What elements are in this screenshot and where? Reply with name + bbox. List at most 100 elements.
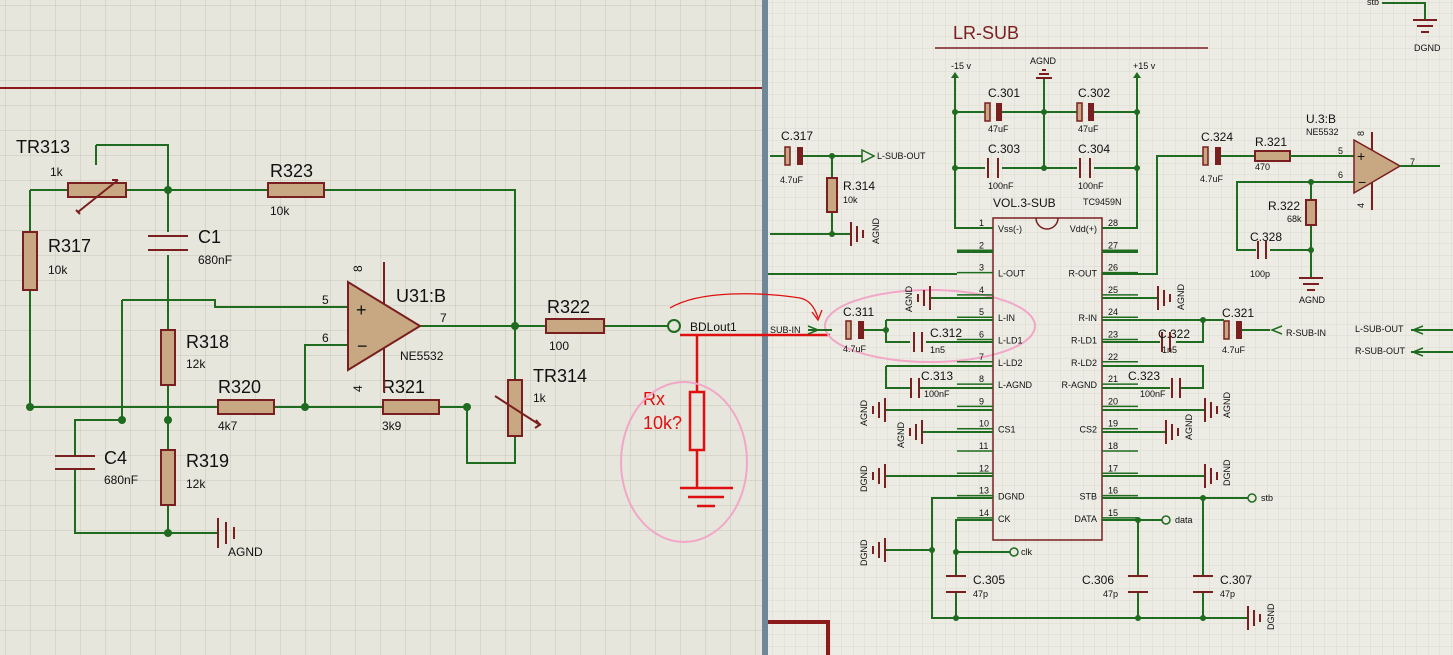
ic-pin-number: 6	[979, 330, 984, 340]
c304-value: 100nF	[1078, 181, 1104, 191]
c305-value: 47p	[973, 589, 988, 599]
c302-value: 47uF	[1078, 124, 1099, 134]
resistor-r314[interactable]: R.314 10k	[826, 177, 875, 213]
c4-ref: C4	[104, 448, 127, 468]
capacitor-c313[interactable]: C.313 100nF	[910, 369, 953, 399]
ic-pin-number: 4	[979, 285, 984, 295]
ic-pin-number: 22	[1108, 352, 1118, 362]
c301-ref: C.301	[988, 86, 1020, 100]
clk-label: clk	[1021, 547, 1032, 557]
capacitor-c302[interactable]: C.302 47uF	[1076, 86, 1110, 134]
resistor-r323[interactable]: R323 10k	[267, 161, 325, 218]
opamp-u31b[interactable]: + − U31:B NE5532 5 6 7 8 4	[322, 262, 447, 392]
capacitor-c303[interactable]: C.303 100nF	[987, 142, 1020, 191]
ic-pin-number: 8	[979, 374, 984, 384]
capacitor-c1[interactable]: C1 680nF	[148, 227, 232, 267]
c306-ref: C.306	[1082, 573, 1114, 587]
capacitor-c305[interactable]: C.305 47p	[946, 573, 1005, 599]
ic-pin-number: 28	[1108, 218, 1118, 228]
trimmer-tr313[interactable]: TR313 1k	[16, 137, 127, 215]
resistor-r321[interactable]: R321 3k9	[382, 377, 440, 433]
opamp-u3b[interactable]: + − U.3:B NE5532 5 6 7 8 4	[1306, 112, 1415, 210]
resistor-r319[interactable]: R319 12k	[160, 449, 229, 506]
ic-pin-number: 14	[979, 508, 989, 518]
capacitor-c306[interactable]: C.306 47p	[1082, 573, 1148, 599]
ic-pin-name: STB	[1079, 492, 1097, 502]
left-circuit: TR313 1k R323 10k R317 10k C1 680nF R318…	[16, 137, 737, 559]
bdlout-label: BDLout1	[690, 320, 737, 334]
r317-ref: R317	[48, 236, 91, 256]
r320-value: 4k7	[218, 419, 238, 433]
agnd-label-pin25: AGND	[1176, 283, 1186, 310]
u31-pin6: 6	[322, 331, 329, 345]
trimmer-tr314[interactable]: TR314 1k	[494, 366, 587, 437]
c322-value: 1n5	[1162, 345, 1177, 355]
u3b-plus-icon: +	[1357, 148, 1365, 164]
ic-pin-name: R-IN	[1079, 313, 1098, 323]
u31-pin5: 5	[322, 293, 329, 307]
r314-value: 10k	[843, 195, 858, 205]
sheet-divider	[762, 0, 768, 655]
c317-ref: C.317	[781, 129, 813, 143]
ic-pin-name: L-OUT	[998, 269, 1026, 279]
r319-ref: R319	[186, 451, 229, 471]
l-sub-out-label: L-SUB-OUT	[877, 151, 926, 161]
ic-pin-number: 15	[1108, 508, 1118, 518]
dgnd-label-bottom: DGND	[1266, 603, 1276, 630]
r320-ref: R320	[218, 377, 261, 397]
c305-ref: C.305	[973, 573, 1005, 587]
ic-pins: 1Vss(-)23L-OUT45L-IN6L-LD17L-LD28L-AGND9…	[957, 218, 1138, 524]
capacitor-c312[interactable]: C.312 1n5	[913, 326, 962, 355]
resistor-r320[interactable]: R320 4k7	[217, 377, 275, 433]
capacitor-c304[interactable]: C.304 100nF	[1078, 142, 1110, 191]
tr313-ref: TR313	[16, 137, 70, 157]
c301-value: 47uF	[988, 124, 1009, 134]
c307-value: 47p	[1220, 589, 1235, 599]
ic-pin-number: 2	[979, 240, 984, 250]
capacitor-c4[interactable]: C4 680nF	[55, 448, 138, 487]
ic-pin-number: 7	[979, 352, 984, 362]
ic-pin-name: Vss(-)	[998, 224, 1022, 234]
c311-value: 4.7uF	[843, 344, 867, 354]
capacitor-c322[interactable]: C.322 1n5	[1158, 327, 1190, 355]
agnd-label-pin9: AGND	[859, 399, 869, 426]
capacitor-c301[interactable]: C.301 47uF	[984, 86, 1020, 134]
capacitor-c323[interactable]: C.323 100nF	[1128, 369, 1181, 399]
capacitor-c328[interactable]: C.328 100p	[1250, 230, 1282, 279]
ic-pin-name: R-LD2	[1071, 358, 1097, 368]
ic-part: TC9459N	[1083, 197, 1122, 207]
agnd-label-pin10: AGND	[896, 421, 906, 448]
resistor-r317[interactable]: R317 10k	[22, 231, 91, 291]
ic-vol3-sub[interactable]: VOL.3-SUB TC9459N	[992, 196, 1122, 541]
terminal-bdlout1[interactable]: BDLout1	[667, 319, 737, 334]
ic-pin-name: L-LD1	[998, 336, 1023, 346]
r321r-value: 470	[1255, 162, 1270, 172]
r-sub-out-label: R-SUB-OUT	[1355, 346, 1405, 356]
highlight-ellipse-rx	[620, 381, 748, 543]
r318-ref: R318	[186, 332, 229, 352]
c322-ref: C.322	[1158, 327, 1190, 341]
resistor-r318[interactable]: R318 12k	[160, 329, 229, 386]
ic-ref: VOL.3-SUB	[993, 196, 1056, 210]
capacitor-c311[interactable]: C.311 4.7uF	[843, 305, 874, 354]
agnd-label-pin4: AGND	[904, 285, 914, 312]
resistor-r322[interactable]: R322 100	[545, 297, 605, 353]
rx-value-label: 10k?	[643, 413, 682, 433]
ic-pin-name: Vdd(+)	[1070, 224, 1097, 234]
u3b-pin5: 5	[1338, 146, 1343, 156]
capacitor-c321[interactable]: C.321 4.7uF	[1222, 306, 1254, 355]
capacitor-c317[interactable]: C.317 4.7uF	[780, 129, 813, 185]
right-circuit: LR-SUB -15 v +15 v AGND C.301	[768, 0, 1453, 630]
capacitor-c324[interactable]: C.324 4.7uF	[1200, 130, 1233, 184]
c323-ref: C.323	[1128, 369, 1160, 383]
resistor-r322-right[interactable]: R.322 68k	[1268, 199, 1317, 226]
u3b-pin8: 8	[1356, 131, 1366, 136]
dgnd-label-pin12: DGND	[859, 465, 869, 492]
capacitor-c307[interactable]: C.307 47p	[1193, 573, 1252, 599]
ic-pin-number: 16	[1108, 486, 1118, 496]
c313-ref: C.313	[921, 369, 953, 383]
c321-ref: C.321	[1222, 306, 1254, 320]
ic-pin-name: R-LD1	[1071, 336, 1097, 346]
sheet-corner-border	[768, 620, 830, 655]
